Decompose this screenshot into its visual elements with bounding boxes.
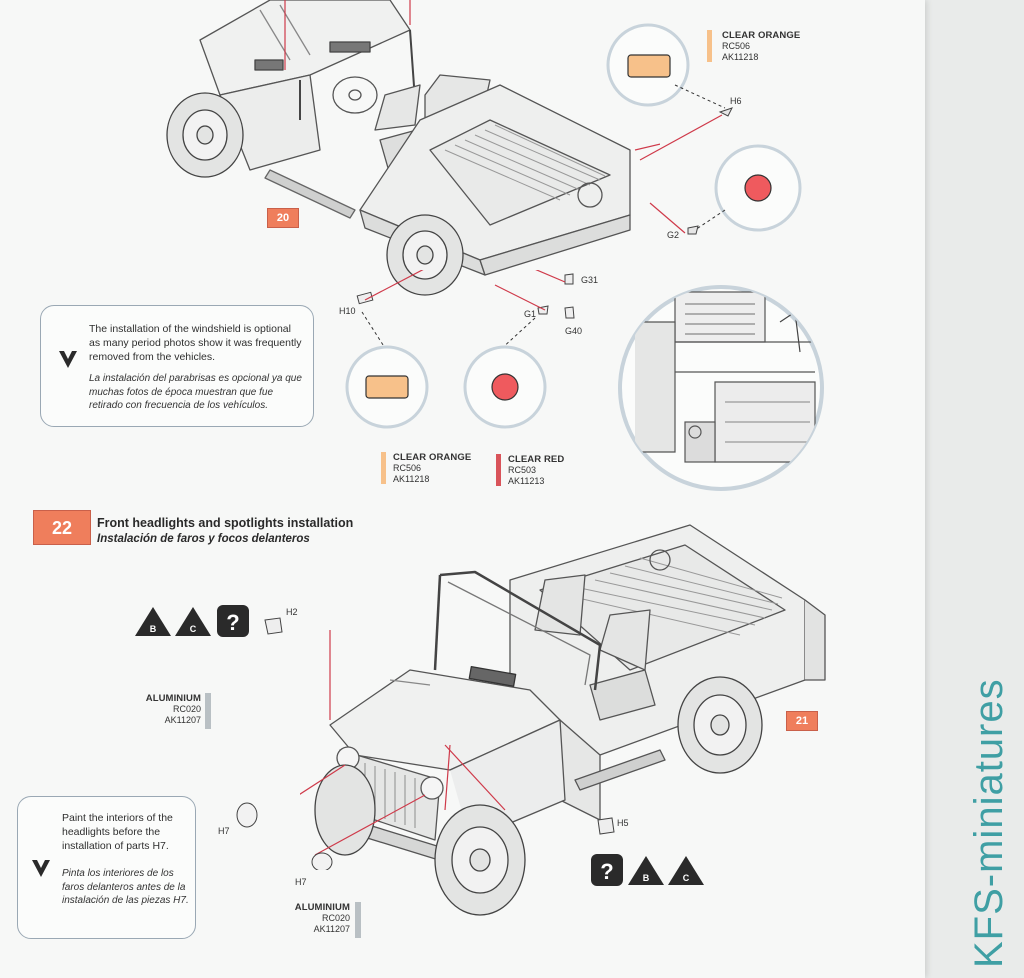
note-headlights-es: Pinta los interiores de los faros delant…: [62, 868, 189, 906]
part-label-h2: H2: [286, 607, 298, 617]
note-headlights: Paint the interiors of the headlights be…: [17, 796, 196, 939]
part-label-g2: G2: [667, 230, 680, 240]
step20-small-parts: [356, 270, 575, 319]
question-icon: ?: [591, 854, 623, 886]
paint-name: ALUMINIUM: [145, 693, 201, 704]
step22-small-parts: [236, 617, 615, 870]
part-label-g31: G31: [581, 275, 599, 285]
clear-orange-lens-mid: [365, 375, 409, 399]
warning-c-icon: C: [175, 607, 211, 636]
paint-code: AK11207: [313, 924, 350, 934]
swatch-clear-orange-top: [707, 30, 712, 62]
part-label-h6: H6: [730, 96, 742, 106]
swatch-clear-orange-mid: [381, 452, 386, 484]
clear-red-lens-mid: [491, 373, 519, 401]
check-icon: [32, 860, 50, 877]
question-icon: ?: [217, 605, 249, 637]
check-icon: [59, 351, 77, 368]
paint-code: RC506: [393, 463, 422, 473]
note-windshield-es: La instalación del parabrisas es opciona…: [89, 373, 302, 411]
part-label-h7b: H7: [295, 877, 307, 887]
top-detail-callouts: [606, 23, 802, 235]
swatch-clear-red-mid: [496, 454, 501, 486]
step20-vehicle-drawing: [166, 0, 660, 296]
paint-label-orange-top: CLEAR ORANGE RC506 AK11218: [722, 30, 800, 63]
part-label-h10: H10: [339, 306, 356, 316]
paint-name: CLEAR ORANGE: [393, 452, 472, 463]
question-mark: ?: [226, 610, 239, 635]
paint-label-alu-bottom: ALUMINIUM RC020 AK11207: [292, 902, 350, 935]
clear-red-lens-top: [744, 174, 772, 202]
step22-symbols-left: B C ?: [135, 605, 249, 637]
paint-code: RC020: [172, 704, 201, 714]
part-h7a-shape: [236, 802, 258, 828]
watermark: KFS-miniatures: [967, 678, 1011, 968]
note-windshield: The installation of the windshield is op…: [40, 305, 314, 427]
swatch-aluminium-bottom: [355, 902, 361, 938]
warning-c-icon: C: [668, 856, 704, 885]
part-h2-shape: [264, 617, 283, 635]
part-h5-shape: [597, 817, 615, 835]
step20-badge: 20: [267, 208, 299, 228]
paint-code: AK11218: [393, 474, 430, 484]
warning-b-letter: B: [150, 624, 157, 634]
step22-badge: 22: [33, 510, 91, 545]
zoom-detail-circle: [618, 285, 824, 491]
step21-badge: 21: [786, 711, 818, 731]
step22-title-en: Front headlights and spotlights installa…: [97, 516, 354, 530]
paint-code: AK11213: [508, 476, 545, 486]
paint-name: CLEAR RED: [508, 454, 565, 465]
warning-c-letter: C: [190, 624, 197, 634]
note-headlights-en: Paint the interiors of the headlights be…: [62, 812, 173, 852]
watermark-text: KFS-miniatures: [967, 678, 1011, 968]
note-windshield-en: The installation of the windshield is op…: [89, 323, 302, 363]
paint-code: AK11218: [722, 52, 759, 62]
warning-b-icon: B: [135, 607, 171, 636]
warning-c-letter: C: [683, 873, 690, 883]
paint-label-alu-left: ALUMINIUM RC020 AK11207: [143, 693, 201, 726]
mid-lens-callouts: [345, 311, 547, 429]
clear-orange-lens-top: [627, 54, 671, 78]
paint-code: RC506: [722, 41, 751, 51]
warning-b-letter: B: [643, 873, 650, 883]
swatch-aluminium-left: [205, 693, 211, 729]
paint-code: RC503: [508, 465, 537, 475]
step22-title-es: Instalación de faros y focos delanteros: [97, 533, 310, 545]
paint-label-red-mid: CLEAR RED RC503 AK11213: [508, 454, 564, 487]
paint-code: RC020: [321, 913, 350, 923]
question-mark: ?: [600, 859, 613, 884]
paint-name: ALUMINIUM: [294, 902, 350, 913]
step22-vehicle-drawing: [300, 524, 826, 916]
paint-code: AK11207: [164, 715, 201, 725]
part-label-h7a: H7: [218, 826, 230, 836]
part-label-h5: H5: [617, 818, 629, 828]
paint-label-orange-mid: CLEAR ORANGE RC506 AK11218: [393, 452, 471, 485]
part-h7b-shape: [311, 852, 333, 870]
part-label-g1: G1: [524, 309, 537, 319]
paint-name: CLEAR ORANGE: [722, 30, 801, 41]
part-label-g40: G40: [565, 326, 583, 336]
step22-symbols-right: ? B C: [591, 854, 704, 886]
warning-b-icon: B: [628, 856, 664, 885]
